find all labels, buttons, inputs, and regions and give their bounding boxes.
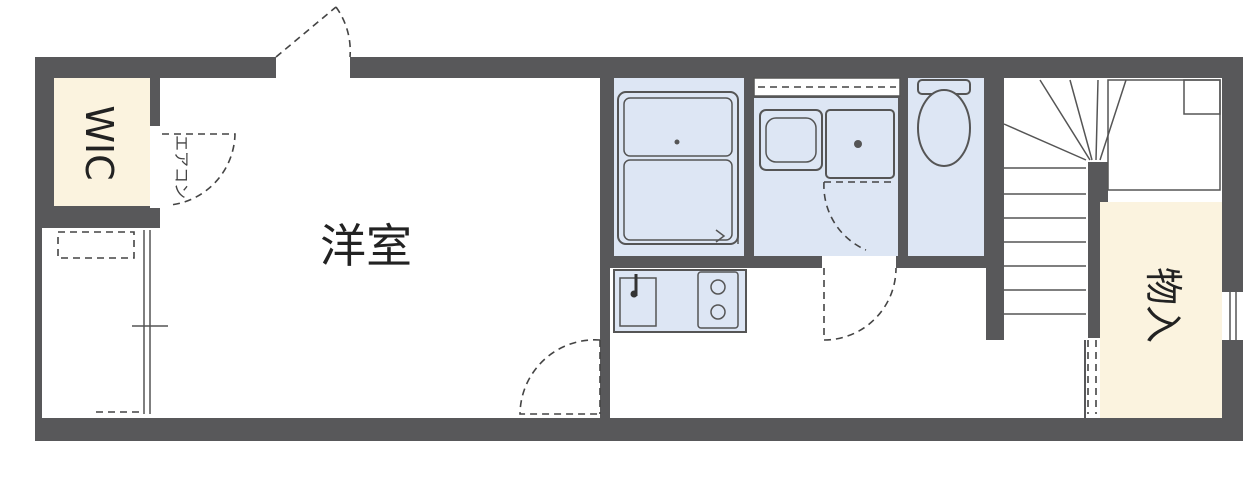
laundry-shelf-frame xyxy=(753,77,901,97)
storage-floor xyxy=(1100,202,1222,418)
kitchen-sink-icon xyxy=(619,277,657,327)
bathtub-basin xyxy=(623,159,733,241)
balcony-rail xyxy=(57,231,135,259)
wic-door-swing-icon xyxy=(162,133,236,206)
kitchen-counter xyxy=(613,269,747,333)
bathtub-drain xyxy=(674,139,680,145)
bathtub-icon xyxy=(617,91,739,245)
western-room-label: 洋室 xyxy=(320,219,412,273)
laundry-shelf xyxy=(754,78,900,96)
burner-1 xyxy=(710,279,726,295)
stair-landing xyxy=(1107,79,1221,191)
western-room-floor xyxy=(160,78,600,418)
aircon-label: エアコン xyxy=(172,135,191,199)
wic-floor xyxy=(54,78,150,206)
washer-drain xyxy=(854,140,862,148)
faucet-base xyxy=(630,290,638,298)
balcony-strip xyxy=(42,228,160,418)
entrance-door-swing-icon xyxy=(275,6,352,58)
burner-2 xyxy=(710,304,726,320)
storage-wall xyxy=(1088,162,1108,202)
staircase-icon xyxy=(1003,79,1127,315)
stair-box xyxy=(1183,79,1221,115)
entrance-door-opening xyxy=(276,57,350,78)
wic-door-opening xyxy=(150,126,164,208)
room-door-swing-icon xyxy=(519,339,601,415)
toilet-icon xyxy=(917,89,971,167)
wic-label: WIC xyxy=(77,105,121,180)
washroom-door-swing-icon xyxy=(823,181,894,251)
storage-wall-2 xyxy=(1088,196,1100,338)
washroom-entry-swing-icon xyxy=(823,267,897,341)
stair-wall xyxy=(986,78,1004,340)
storage-label: 物入 xyxy=(1141,267,1185,343)
washroom-entry-opening xyxy=(822,256,896,268)
storage-window xyxy=(1222,292,1243,340)
stove-icon xyxy=(697,271,739,329)
washbasin-icon xyxy=(759,109,823,171)
bathtub-inner xyxy=(623,97,733,157)
bath-door-mark xyxy=(715,216,739,244)
washbasin-bowl xyxy=(765,117,817,163)
